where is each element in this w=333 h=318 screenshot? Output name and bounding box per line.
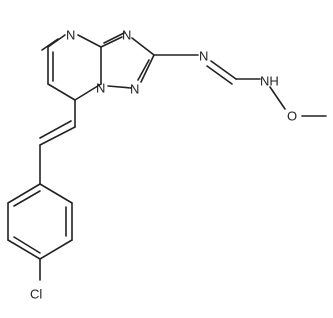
bond (74, 83, 102, 101)
bond-lines (7, 32, 327, 281)
bond (269, 86, 286, 110)
bond (39, 183, 73, 204)
atom-o: O (287, 109, 297, 124)
bond (107, 85, 132, 89)
bond (39, 239, 73, 260)
bond (137, 59, 150, 81)
bond (206, 65, 233, 85)
bond (131, 37, 155, 56)
atom-n-pyrimidine: N (66, 28, 75, 43)
atom-n-triazole-bottom: N (130, 82, 139, 97)
bond (7, 183, 41, 204)
bond (7, 239, 41, 260)
bond (100, 36, 123, 48)
bond (41, 38, 59, 51)
bond (39, 126, 76, 146)
bond (77, 34, 102, 48)
bond (39, 120, 72, 139)
atom-n-bridge: N (96, 81, 105, 96)
bond (47, 83, 76, 101)
atom-nh: NH (260, 74, 279, 89)
atom-cl: Cl (30, 287, 42, 302)
bond (13, 190, 41, 207)
atom-n-triazole-top: N (122, 28, 131, 43)
atom-labels: N N N N N NH O Cl (30, 28, 297, 302)
bond (103, 32, 125, 44)
bond (140, 54, 155, 83)
bond (210, 60, 237, 80)
bond (13, 236, 41, 254)
atom-n-imine: N (199, 49, 208, 64)
